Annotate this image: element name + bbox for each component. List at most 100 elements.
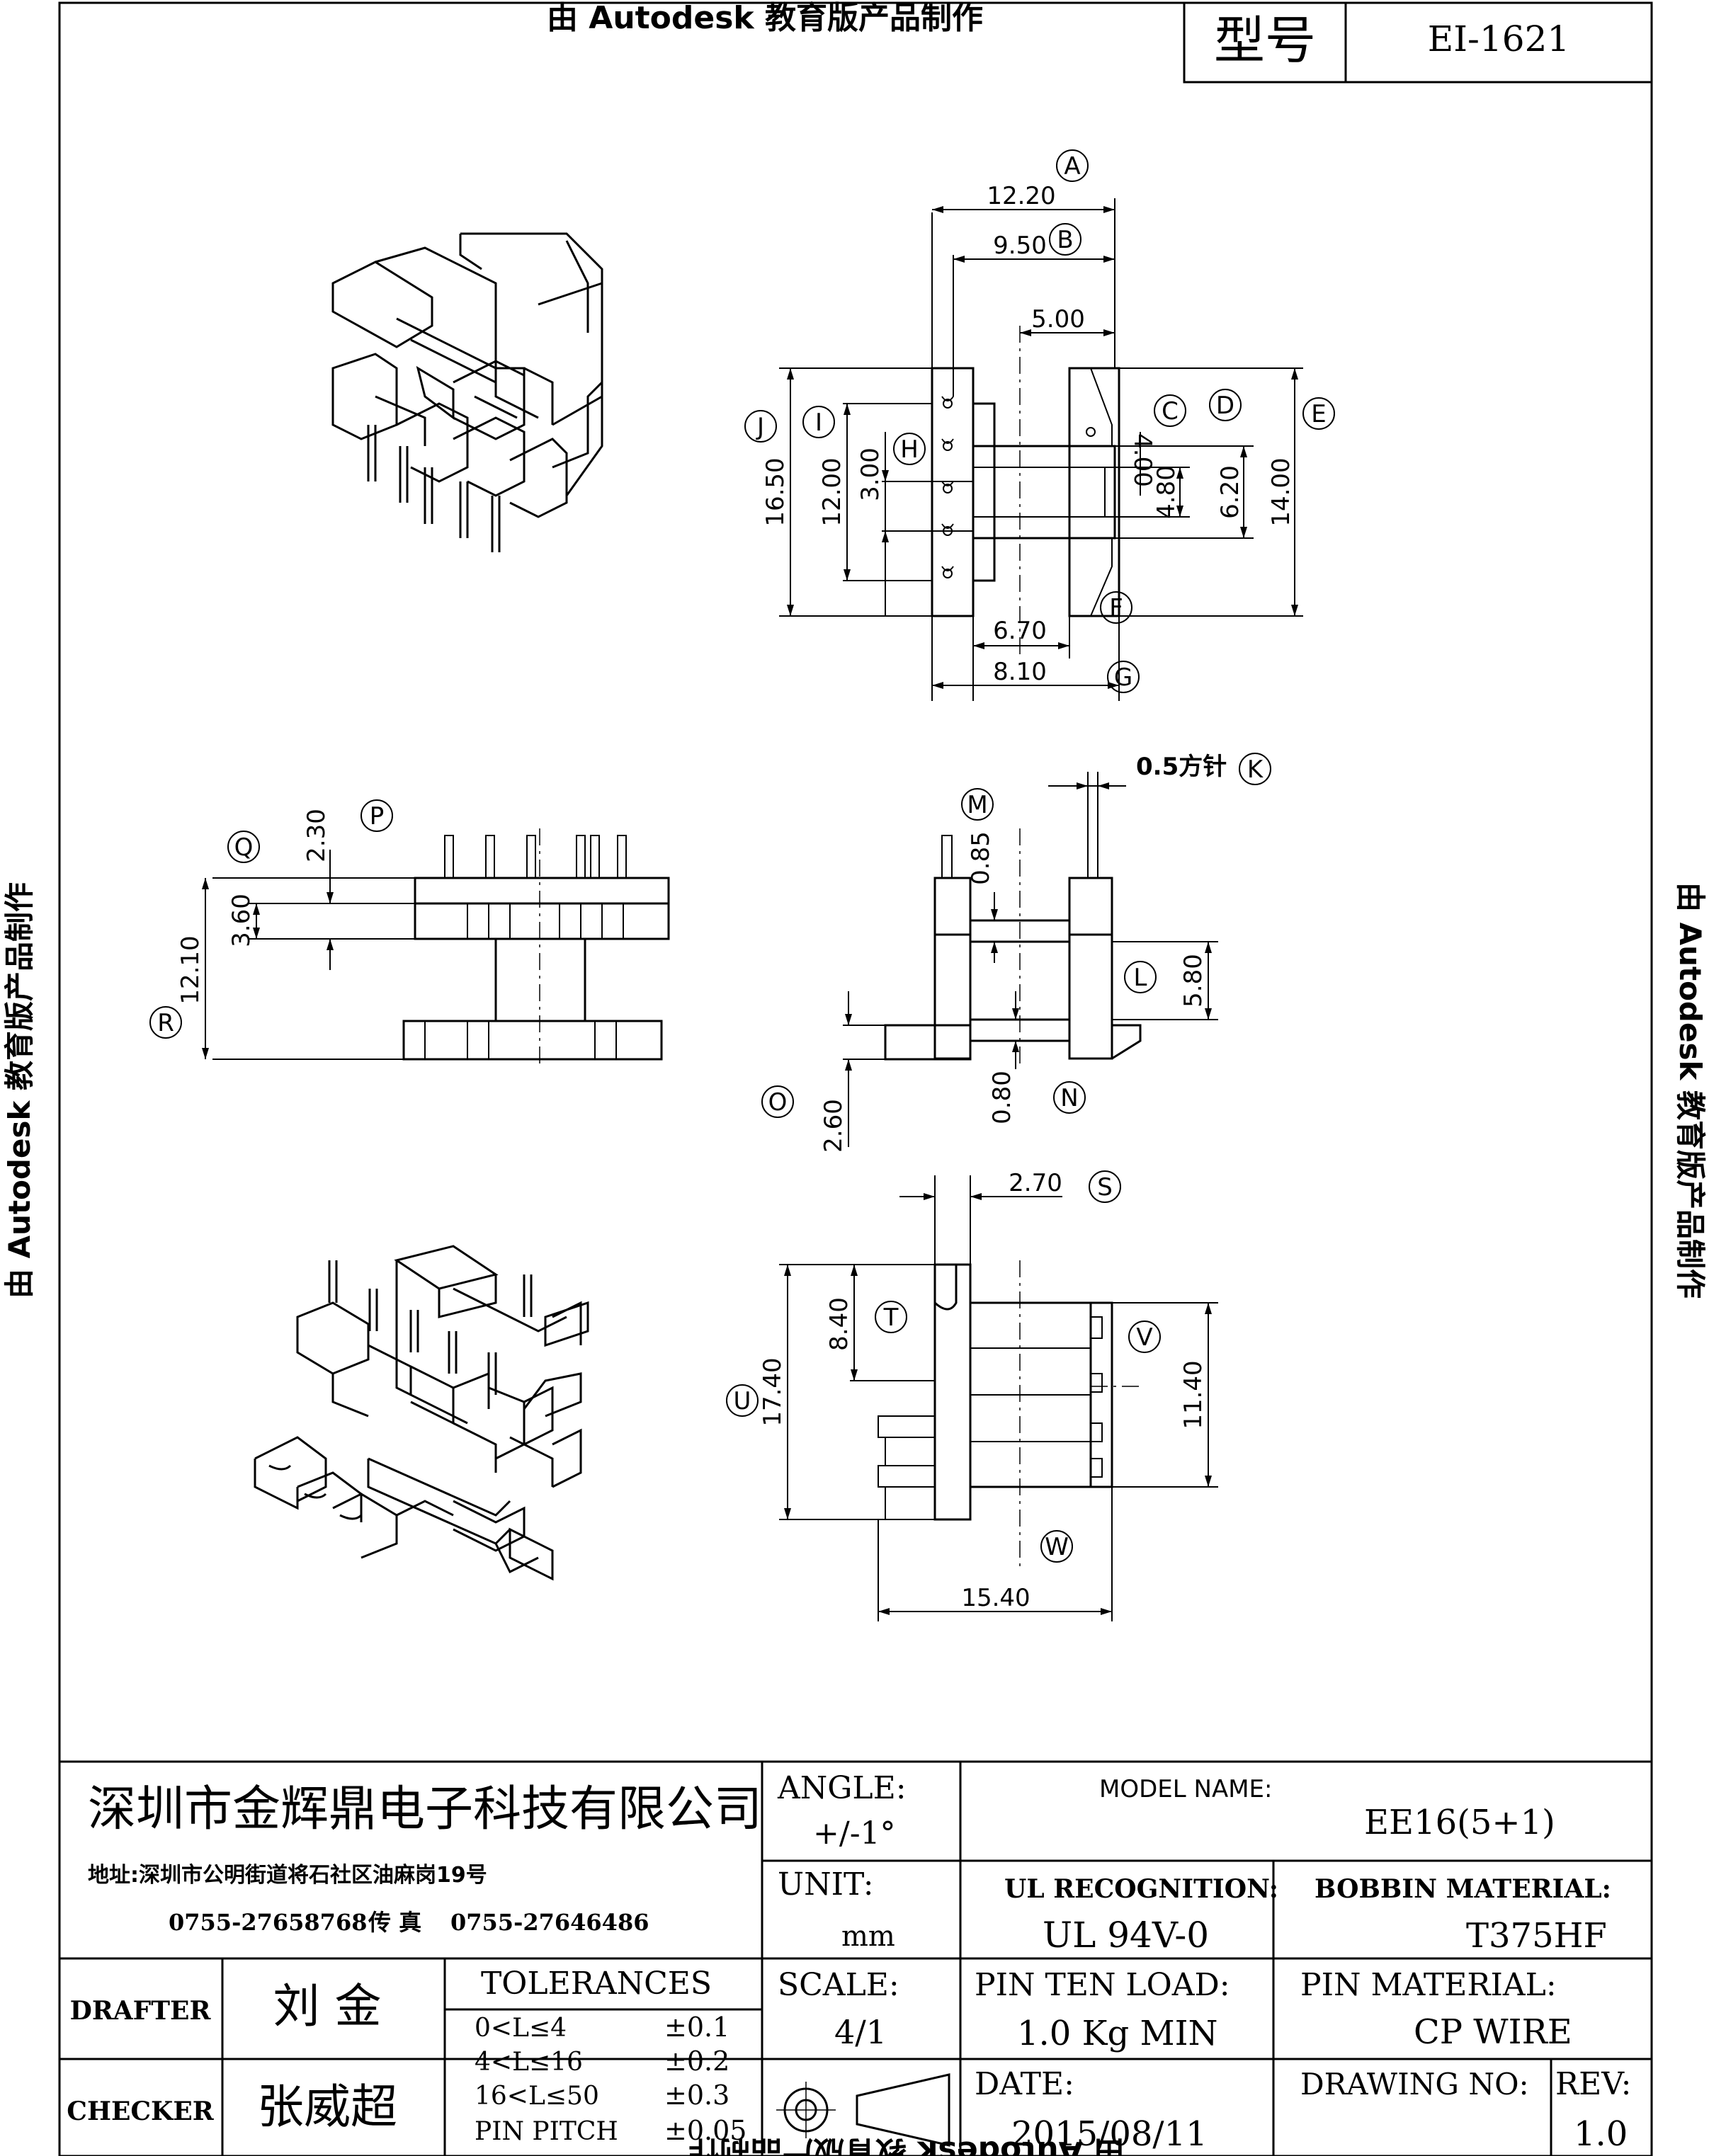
callout-d: D	[1216, 392, 1234, 420]
dim-n: 0.80	[988, 1071, 1016, 1124]
model-name-label: MODEL NAME:	[1099, 1775, 1272, 1803]
rev-value: 1.0	[1574, 2114, 1628, 2154]
dim-t: 8.40	[825, 1297, 853, 1351]
callout-t: T	[883, 1304, 899, 1332]
callout-g: G	[1114, 663, 1132, 692]
dim-b: 9.50	[993, 232, 1047, 260]
tol-value-0: ±0.1	[664, 2012, 729, 2043]
tol-range-1: 4<L≤16	[475, 2048, 583, 2077]
tol-range-2: 16<L≤50	[475, 2082, 599, 2111]
dim-i: 12.00	[818, 457, 846, 526]
drafter-label: DRAFTER	[70, 1996, 212, 2026]
dim-c: 5.00	[1031, 305, 1085, 333]
bottom-view	[779, 1175, 1218, 1621]
model-label: 型号	[1214, 11, 1316, 70]
dim-f: 6.70	[993, 617, 1047, 645]
date-value: 2015/08/11	[1011, 2114, 1208, 2154]
dim-q: 3.60	[227, 894, 256, 947]
callout-r: R	[157, 1009, 174, 1037]
ul-value: UL 94V-0	[1043, 1915, 1209, 1956]
rev-label: REV:	[1555, 2066, 1631, 2102]
checker-label: CHECKER	[67, 2097, 214, 2126]
pin-load-value: 1.0 Kg MIN	[1017, 2014, 1218, 2053]
dim-d1: 4.00	[1128, 433, 1157, 487]
drafter-value: 刘 金	[273, 1979, 382, 2034]
ul-label: UL RECOGNITION:	[1004, 1874, 1278, 1904]
angle-value: +/-1°	[813, 1815, 896, 1852]
callout-k: K	[1247, 755, 1264, 784]
callout-e: E	[1311, 400, 1326, 428]
top-view	[779, 198, 1303, 701]
callout-i: I	[815, 409, 822, 437]
callouts: A B C D E F G H I J K L M N O P Q R S T …	[149, 149, 1335, 1563]
title-block	[59, 1760, 1652, 2156]
dim-v: 11.40	[1179, 1360, 1208, 1429]
angle-label: ANGLE:	[777, 1770, 907, 1806]
model-box	[1183, 1, 1653, 84]
fax-value: 0755-27646486	[450, 1909, 649, 1936]
company-phone: 0755-27658768	[169, 1909, 367, 1936]
unit-label: UNIT:	[778, 1866, 874, 1903]
callout-w: W	[1045, 1533, 1069, 1561]
tolerances-label: TOLERANCES	[481, 1966, 712, 2002]
checker-value: 张威超	[257, 2080, 397, 2134]
side-view-left	[202, 828, 670, 1069]
callout-s: S	[1097, 1173, 1113, 1202]
date-label: DATE:	[975, 2066, 1074, 2102]
dim-w: 15.40	[961, 1584, 1030, 1612]
watermark-right: 由 Autodesk 教育版产品制作	[1673, 882, 1708, 1299]
side-view-right	[843, 772, 1218, 1147]
callout-p: P	[370, 802, 385, 831]
drawing-no-label: DRAWING NO:	[1300, 2067, 1529, 2101]
watermark-left: 由 Autodesk 教育版产品制作	[2, 882, 37, 1299]
iso-view-top	[331, 232, 603, 552]
dim-j: 16.50	[761, 457, 790, 526]
scale-label: SCALE:	[778, 1967, 899, 2003]
unit-value: mm	[841, 1920, 895, 1953]
pin-material-label: PIN MATERIAL:	[1300, 1967, 1557, 2003]
dim-d2: 4.80	[1152, 465, 1181, 519]
callout-j: J	[756, 413, 764, 441]
callout-a: A	[1064, 152, 1080, 181]
company-address: 地址:深圳市公明街道将石社区油麻岗19号	[88, 1863, 487, 1888]
dim-p: 2.30	[302, 809, 331, 862]
dim-o: 2.60	[819, 1099, 848, 1153]
tol-value-1: ±0.2	[664, 2046, 729, 2077]
scale-value: 4/1	[834, 2013, 887, 2051]
drawing-border	[58, 1, 1653, 2156]
dim-r: 12.10	[176, 935, 205, 1004]
dim-e: 14.00	[1267, 457, 1295, 526]
dim-g: 8.10	[993, 658, 1047, 686]
tol-value-2: ±0.3	[664, 2080, 729, 2111]
callout-q: Q	[234, 833, 254, 862]
dim-l: 5.80	[1179, 954, 1208, 1008]
callout-v: V	[1136, 1323, 1152, 1352]
callout-h: H	[900, 435, 919, 464]
dim-m: 0.85	[967, 831, 995, 885]
dim-h: 3.00	[856, 447, 885, 501]
callout-n: N	[1060, 1084, 1078, 1112]
dim-d3: 6.20	[1216, 465, 1244, 519]
dim-k: 0.5方针	[1136, 753, 1227, 781]
model-name-value: EE16(5+1)	[1364, 1803, 1555, 1842]
callout-b: B	[1057, 226, 1073, 254]
tol-value-3: ±0.05	[664, 2115, 746, 2146]
watermark-top: 由 Autodesk 教育版产品制作	[547, 0, 983, 36]
dim-s: 2.70	[1009, 1169, 1062, 1197]
callout-c: C	[1162, 397, 1179, 426]
dim-u: 17.40	[759, 1357, 787, 1426]
pin-load-label: PIN TEN LOAD:	[975, 1967, 1230, 2003]
callout-m: M	[967, 791, 987, 819]
callout-o: O	[768, 1088, 788, 1117]
model-value: EI-1621	[1428, 18, 1569, 59]
bobbin-value: T375HF	[1466, 1916, 1607, 1956]
iso-view-bottom	[254, 1245, 589, 1581]
callout-f: F	[1109, 594, 1123, 622]
tol-range-0: 0<L≤4	[475, 2014, 567, 2043]
company-name: 深圳市金辉鼎电子科技有限公司	[88, 1781, 762, 1837]
pin-material-value: CP WIRE	[1414, 2012, 1572, 2052]
bobbin-label: BOBBIN MATERIAL:	[1315, 1874, 1611, 1904]
callout-l: L	[1134, 964, 1147, 992]
callout-u: U	[734, 1387, 751, 1415]
